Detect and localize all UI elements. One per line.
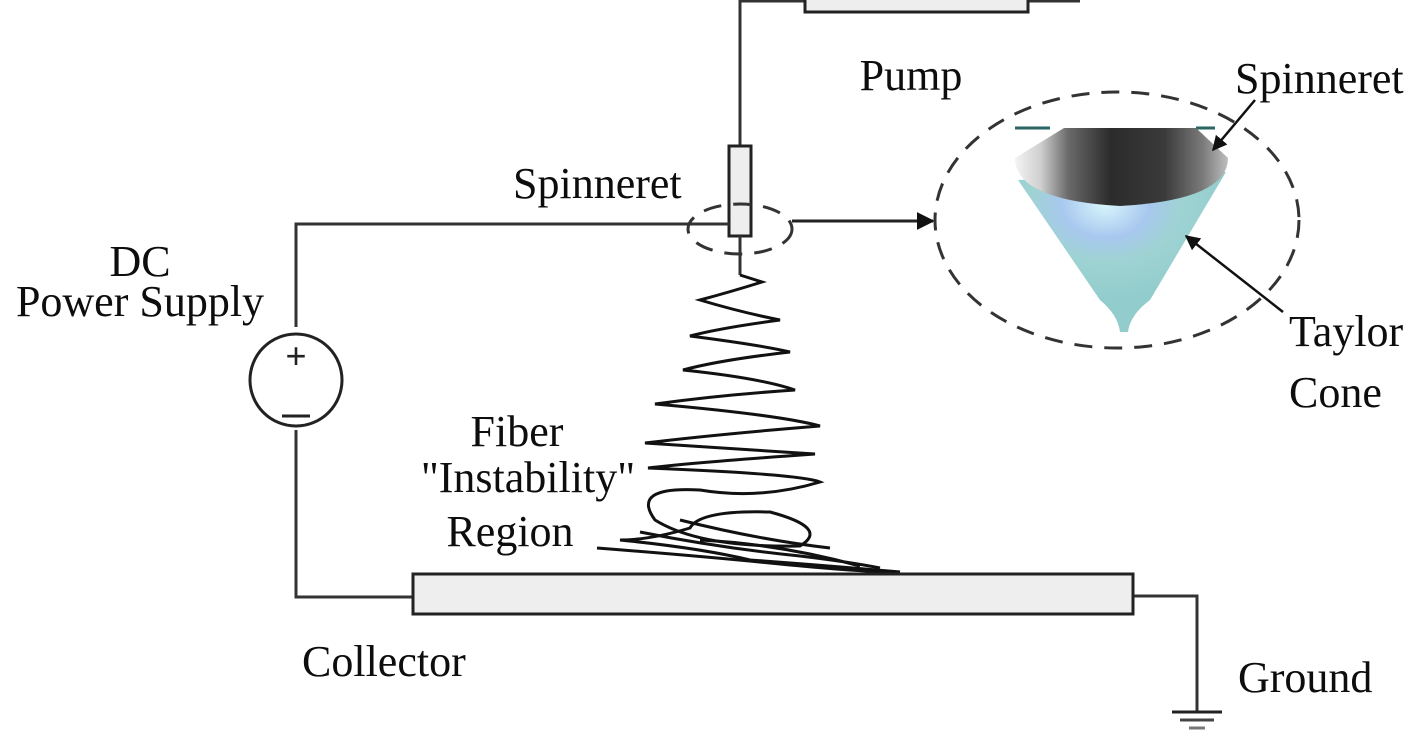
spinneret-label: Spinneret bbox=[513, 159, 682, 208]
inset-spinneret bbox=[1015, 128, 1228, 206]
instability-label: "Instability" bbox=[421, 453, 635, 502]
spinneret-body bbox=[727, 144, 753, 238]
spinneret-pointer-arrow bbox=[1212, 99, 1256, 152]
pump-body bbox=[803, 0, 1030, 14]
plus-icon: + bbox=[285, 335, 306, 376]
spinneret: Spinneret bbox=[513, 144, 794, 275]
fiber-whip-path bbox=[619, 273, 901, 574]
spinneret-highlight-ellipse bbox=[686, 202, 794, 256]
supply-to-spinneret-wire bbox=[294, 222, 729, 327]
taylor-cone-pointer-arrow bbox=[1184, 235, 1284, 313]
ground-label: Ground bbox=[1238, 653, 1372, 702]
fiber-jet: Fiber "Instability" Region bbox=[421, 273, 901, 574]
power-supply-label: Power Supply bbox=[16, 277, 264, 326]
pump: Pump bbox=[740, 0, 1080, 100]
collector: Collector bbox=[302, 572, 1135, 686]
inset-spinneret-label: Spinneret bbox=[1235, 54, 1404, 103]
taylor-cone-liquid bbox=[1018, 172, 1226, 332]
ground: Ground bbox=[1172, 653, 1372, 730]
collector-to-ground-wire bbox=[1133, 594, 1199, 712]
dc-label: DC bbox=[109, 237, 170, 286]
inset-ellipse bbox=[933, 90, 1301, 350]
circuit-wires bbox=[294, 222, 1199, 712]
fiber-deposit-path bbox=[596, 518, 901, 574]
collector-plate bbox=[411, 572, 1135, 616]
cone-label: Cone bbox=[1289, 368, 1382, 417]
dc-source-symbol bbox=[248, 332, 344, 428]
collector-label: Collector bbox=[302, 637, 466, 686]
dc-power-supply: + DC Power Supply bbox=[16, 237, 344, 428]
taylor-cone-inset: Spinneret Taylor Cone bbox=[933, 54, 1404, 417]
region-label: Region bbox=[446, 507, 573, 556]
supply-to-collector-wire bbox=[294, 430, 413, 599]
pump-label: Pump bbox=[860, 51, 963, 100]
taylor-label: Taylor bbox=[1289, 307, 1404, 356]
fiber-label: Fiber bbox=[471, 407, 564, 456]
